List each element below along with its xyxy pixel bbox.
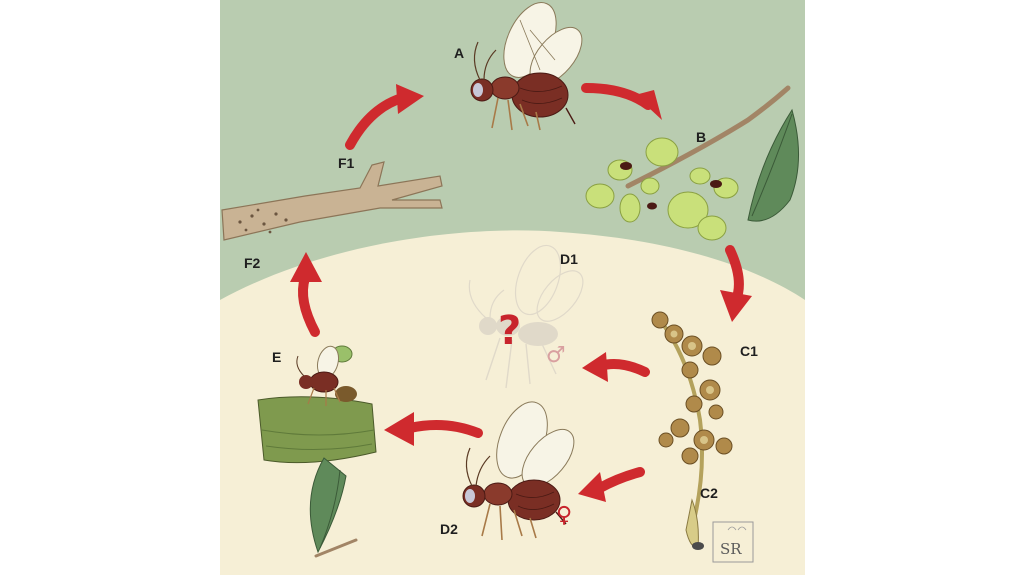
- arrow-b-to-c1: [720, 245, 752, 322]
- label-f2: F2: [244, 255, 261, 271]
- arrow-d-to-e: [384, 412, 483, 446]
- artist-signature: SR: [712, 521, 754, 563]
- branch-b-illustration: [585, 85, 799, 241]
- bark-e-illustration: [257, 345, 377, 558]
- label-b: B: [696, 129, 706, 145]
- label-c1: C1: [740, 343, 758, 359]
- label-f1: F1: [338, 155, 355, 171]
- arrow-c2-to-d2: [578, 467, 645, 502]
- label-c2: C2: [700, 485, 718, 501]
- twig-illustration: [221, 161, 443, 241]
- label-d2: D2: [440, 521, 458, 537]
- signature-text: SR: [720, 540, 742, 558]
- female-symbol: ♀: [556, 503, 572, 528]
- unknown-question-mark: ?: [498, 308, 521, 354]
- arrow-f1-to-a: [345, 84, 424, 150]
- male-symbol: ♂: [546, 343, 566, 368]
- arrow-e-to-f2: [290, 252, 322, 337]
- wasp-a-illustration: [470, 2, 583, 131]
- label-a: A: [454, 45, 464, 61]
- wasp-d2-illustration: [462, 401, 575, 541]
- arrow-c1-to-d1: [582, 352, 650, 382]
- label-d1: D1: [560, 251, 578, 267]
- stage-labels: A B C1 C2 D1 D2 E F1 F2: [244, 45, 758, 537]
- arrow-a-to-b: [581, 83, 662, 120]
- cycle-arrows: [290, 83, 752, 502]
- wasp-d1-ghost-illustration: [468, 244, 584, 389]
- catkin-c-illustration: [651, 311, 733, 550]
- label-e: E: [272, 349, 281, 365]
